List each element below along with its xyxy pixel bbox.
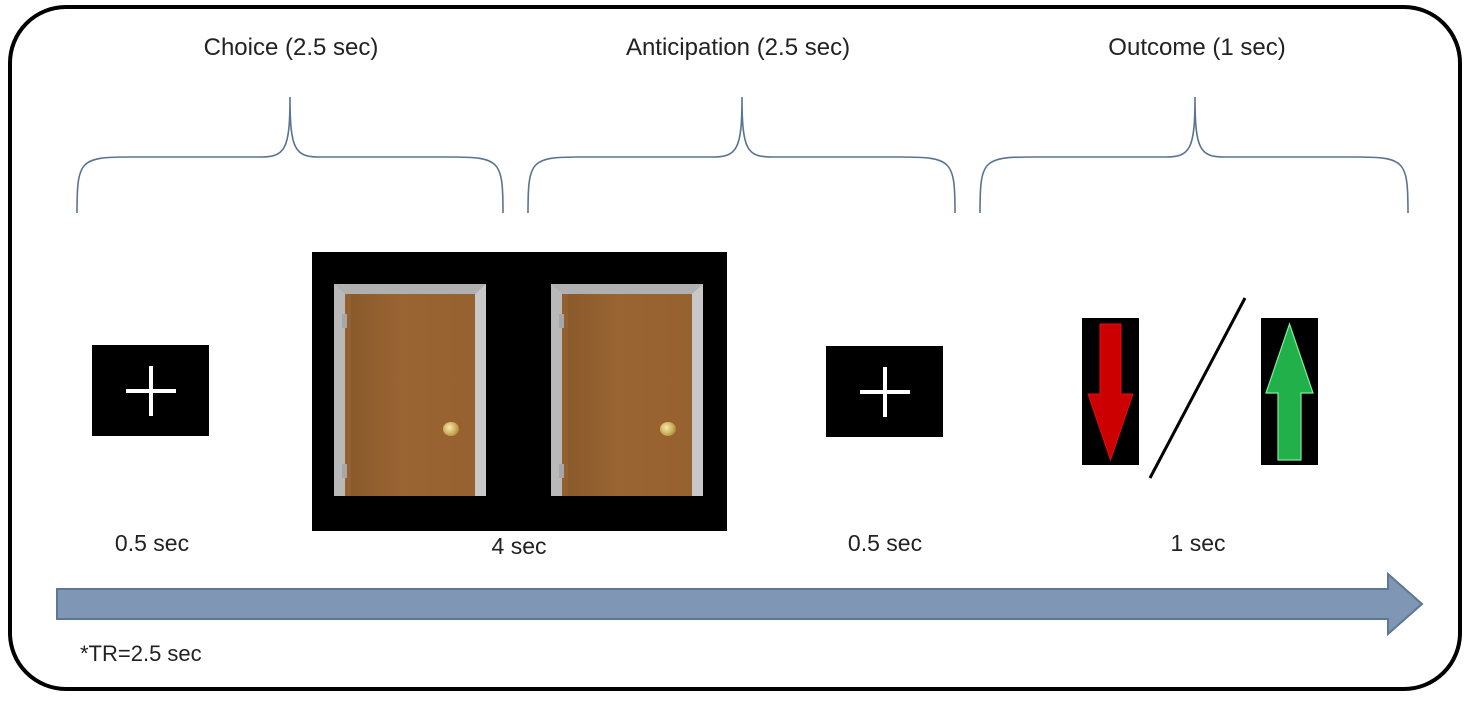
duration-label-doors: 4 sec xyxy=(491,533,547,559)
duration-label-fixation: 0.5 sec xyxy=(114,530,190,556)
duration-label-outcome: 1 sec xyxy=(1170,530,1226,556)
door-right-icon xyxy=(551,284,703,496)
tr-footnote: *TR=2.5 sec xyxy=(80,641,202,666)
phase-label-outcome: Outcome (1 sec) xyxy=(1108,34,1286,61)
fixation-cross-icon xyxy=(92,345,209,436)
doors-stimulus xyxy=(312,252,727,531)
green-up-arrow-icon xyxy=(1261,318,1318,465)
brace-choice xyxy=(76,96,504,214)
brace-anticipation xyxy=(527,96,956,214)
phase-label-choice: Choice (2.5 sec) xyxy=(203,34,379,61)
red-down-arrow-icon xyxy=(1082,318,1139,465)
fixation-cross-icon xyxy=(826,346,943,437)
phase-label-anticipation: Anticipation (2.5 sec) xyxy=(625,34,851,61)
brace-outcome xyxy=(979,96,1409,214)
door-left-icon xyxy=(334,284,486,496)
duration-label-fixation-2: 0.5 sec xyxy=(847,530,923,556)
